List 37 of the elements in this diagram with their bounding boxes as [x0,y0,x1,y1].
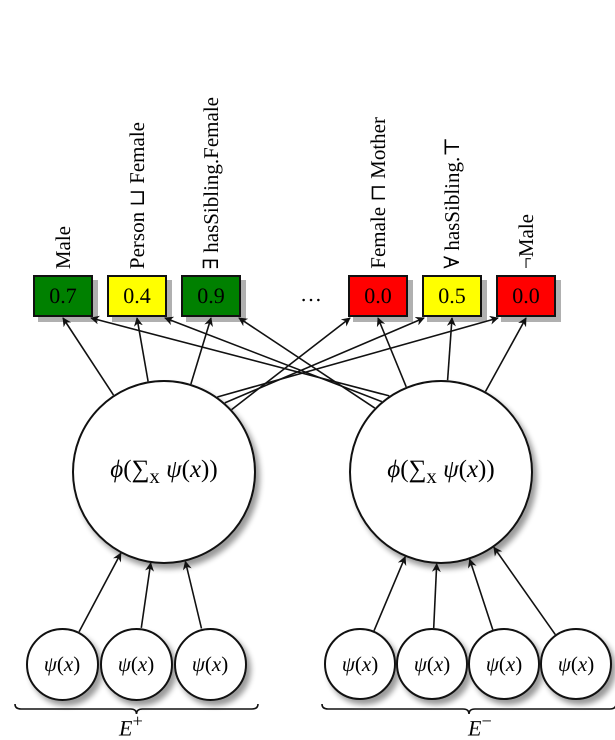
arrow [231,317,351,410]
feature-circle: ψ(x) [468,628,540,700]
set-label: E$^{−}$ [468,711,492,740]
concept-label: Person ⊔ Female [125,122,149,269]
feature-circle: ψ(x) [174,628,246,700]
arrow [238,317,376,409]
feature-circle: ψ(x) [324,628,396,700]
concept-label: ∃ hasSibling.Female [199,96,223,269]
arrow [446,317,456,380]
arrow [376,317,407,388]
arrow [182,560,202,629]
aggregation-circle: ϕ(∑$_{x}$ ψ(x)) [72,380,256,564]
concept-label: ∀ hasSibling.⊤ [440,137,464,269]
arrow [164,316,382,402]
arrow [90,316,390,397]
arrow [217,316,499,398]
arrow [190,317,213,384]
arrow [134,317,149,382]
arrow [224,317,425,404]
arrow [78,552,122,632]
ellipsis-text: … [300,281,322,307]
concept-label: Male [51,226,75,269]
arrow [484,317,527,392]
arrow [493,546,556,636]
feature-circle: ψ(x) [396,628,468,700]
feature-circle: ψ(x) [540,628,612,700]
set-label: E$^{+}$ [119,711,143,740]
arrow [140,562,154,628]
arrow [373,556,406,632]
arrow [62,317,114,396]
aggregation-circle: ϕ(∑$_{x}$ ψ(x)) [349,380,533,564]
concept-label: ¬Male [514,214,538,269]
feature-circle: ψ(x) [26,628,98,700]
feature-circle: ψ(x) [100,628,172,700]
arrow [432,563,441,628]
concept-label: Female ⊓ Mother [366,117,390,269]
arrow [468,558,494,630]
